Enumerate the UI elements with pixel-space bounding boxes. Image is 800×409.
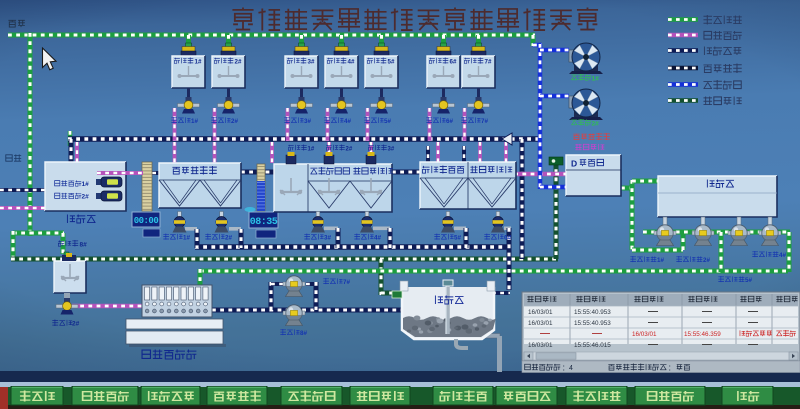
svg-text:8#: 8# bbox=[300, 330, 308, 337]
svg-text:：4: ：4 bbox=[562, 365, 573, 372]
svg-text:2#: 2# bbox=[592, 120, 600, 127]
svg-text:2#: 2# bbox=[231, 118, 239, 125]
svg-text:D: D bbox=[571, 159, 577, 169]
svg-text:16/03/01: 16/03/01 bbox=[528, 309, 553, 316]
svg-text:6#: 6# bbox=[504, 235, 512, 242]
svg-text:15:55:40.953: 15:55:40.953 bbox=[574, 309, 611, 316]
svg-text:2#: 2# bbox=[346, 147, 353, 153]
svg-text:6#: 6# bbox=[450, 59, 457, 66]
svg-text:16/03/01: 16/03/01 bbox=[528, 320, 553, 327]
svg-text:2#: 2# bbox=[82, 194, 90, 201]
svg-text:1#: 1# bbox=[657, 257, 665, 264]
svg-text:2#: 2# bbox=[703, 257, 711, 264]
svg-text:3#: 3# bbox=[304, 118, 312, 125]
svg-text:8#: 8# bbox=[80, 241, 88, 248]
svg-text:15:55:40.953: 15:55:40.953 bbox=[574, 320, 611, 327]
svg-text:2#: 2# bbox=[235, 59, 242, 66]
svg-text:：: ： bbox=[668, 365, 675, 372]
svg-text:1#: 1# bbox=[82, 181, 90, 188]
svg-text:7#: 7# bbox=[343, 279, 351, 286]
svg-text:7#: 7# bbox=[481, 118, 489, 125]
svg-text:4#: 4# bbox=[779, 252, 787, 259]
svg-text:1#: 1# bbox=[592, 75, 600, 82]
svg-text:4#: 4# bbox=[344, 118, 352, 125]
svg-text:4#: 4# bbox=[348, 59, 355, 66]
svg-text:5#: 5# bbox=[384, 118, 392, 125]
svg-text:1#: 1# bbox=[183, 235, 191, 242]
svg-text:2#: 2# bbox=[72, 321, 80, 328]
svg-text:1#: 1# bbox=[195, 59, 202, 66]
svg-text:3#: 3# bbox=[388, 147, 395, 153]
svg-text:15:55:46.015: 15:55:46.015 bbox=[574, 342, 611, 349]
svg-text:2#: 2# bbox=[225, 235, 233, 242]
svg-text:1#: 1# bbox=[191, 118, 199, 125]
svg-text:5#: 5# bbox=[745, 277, 753, 284]
svg-text:5#: 5# bbox=[454, 235, 462, 242]
svg-text:16/03/01: 16/03/01 bbox=[632, 331, 657, 338]
svg-text:6#: 6# bbox=[446, 118, 454, 125]
svg-text:08:35: 08:35 bbox=[250, 217, 278, 228]
svg-text:15:55:46.359: 15:55:46.359 bbox=[684, 331, 721, 338]
svg-text:3#: 3# bbox=[308, 59, 315, 66]
svg-text:00:00: 00:00 bbox=[134, 216, 159, 226]
svg-text:7#: 7# bbox=[485, 59, 492, 66]
svg-text:16/03/01: 16/03/01 bbox=[528, 342, 553, 349]
svg-text:5#: 5# bbox=[388, 59, 395, 66]
svg-text:1#: 1# bbox=[308, 147, 315, 153]
svg-text:4#: 4# bbox=[374, 235, 382, 242]
svg-text:3#: 3# bbox=[324, 235, 332, 242]
